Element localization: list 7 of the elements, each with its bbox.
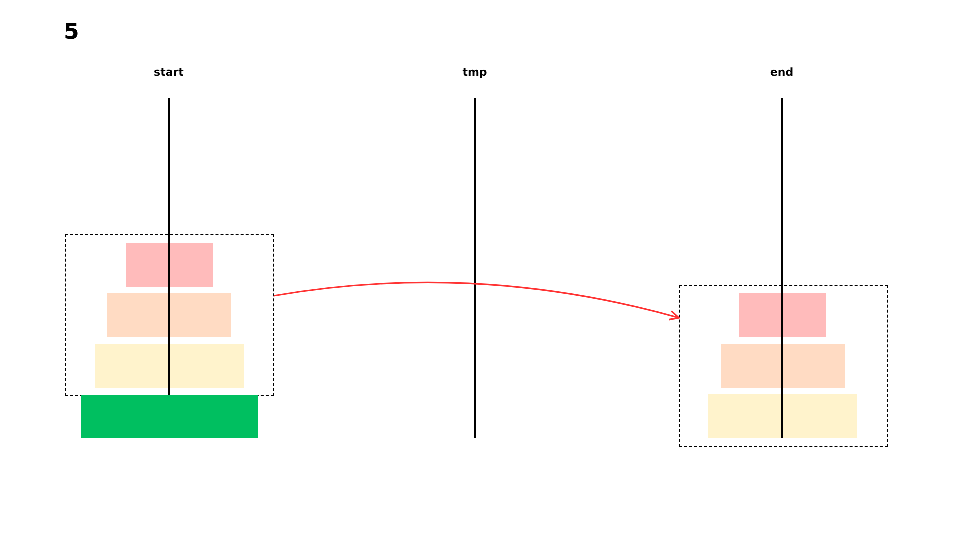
- dashed-group-box: [679, 285, 888, 447]
- arrow: [274, 282, 680, 321]
- dashed-group-box: [65, 234, 274, 396]
- peg-label: end: [769, 66, 795, 79]
- step-number: 5: [64, 20, 80, 45]
- peg-label: start: [153, 66, 185, 79]
- peg-label: tmp: [462, 66, 488, 79]
